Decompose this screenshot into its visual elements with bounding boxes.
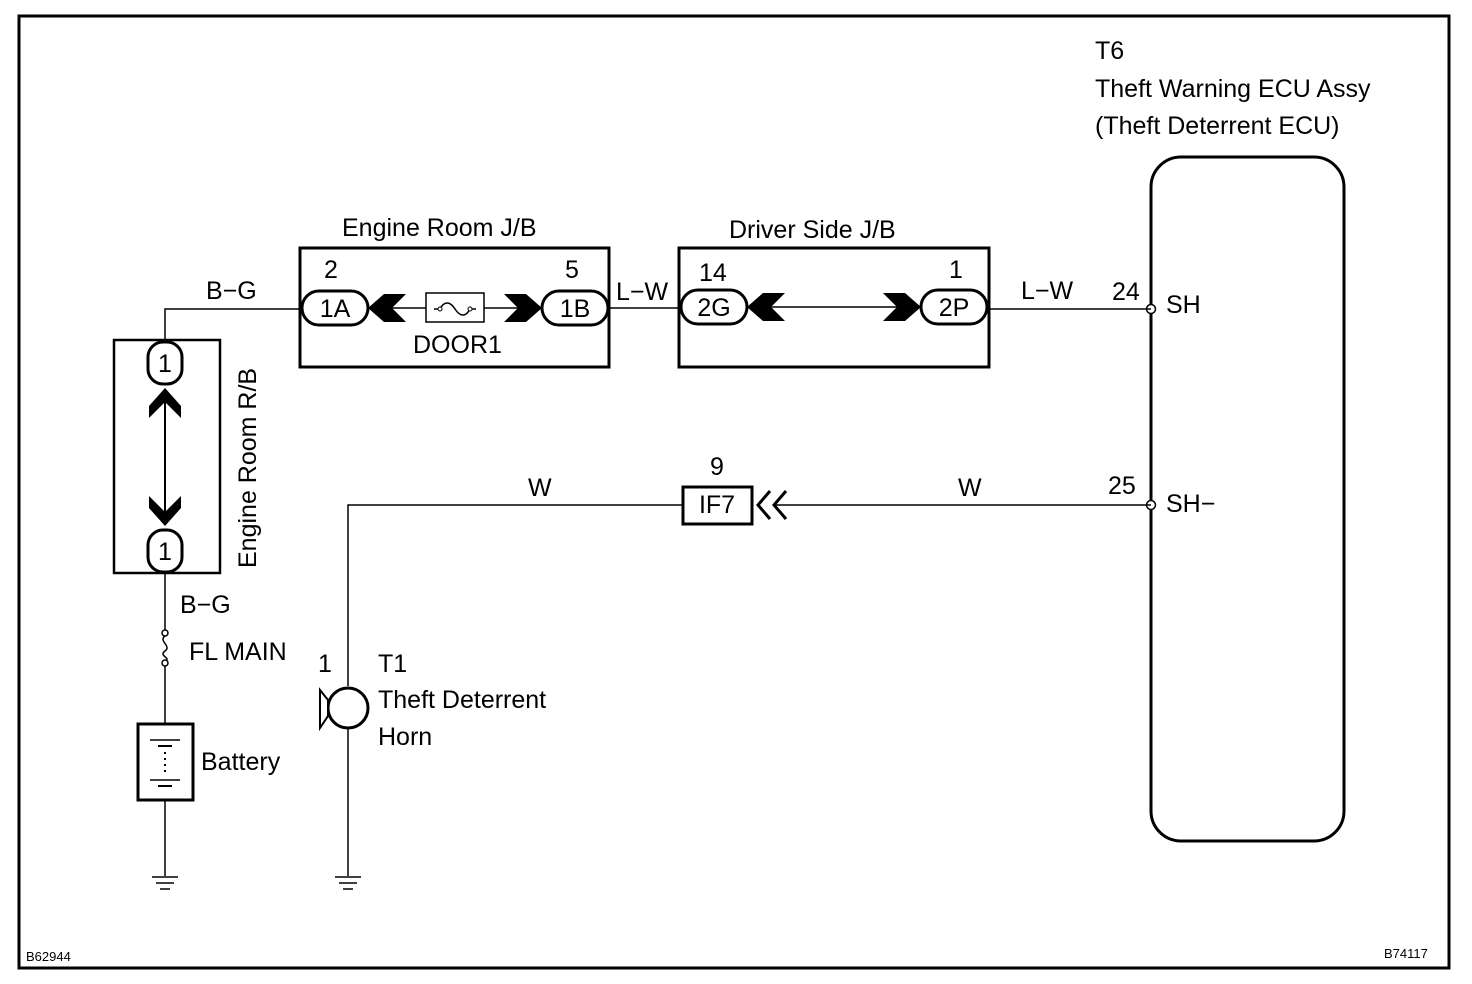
wire-w-left (347, 504, 682, 686)
ground-icon (335, 876, 361, 890)
fuse-node-right (467, 306, 473, 312)
battery-box (136, 722, 195, 802)
fuse-node-left (437, 306, 443, 312)
chevron-down-icon (149, 496, 181, 526)
engine-room-jb-pin-right: 5 (565, 256, 579, 284)
footer-code-left: B62944 (26, 949, 71, 964)
chevron-up-icon (149, 388, 181, 418)
engine-room-jb-pin-left: 2 (324, 256, 338, 284)
driver-side-jb-title: Driver Side J/B (729, 216, 896, 244)
connector-1b-label: 1B (560, 295, 591, 323)
wire-lw-1-label: L−W (616, 278, 669, 306)
horn-icon (326, 686, 370, 730)
connector-2g-label: 2G (697, 294, 730, 322)
fuse-fl-main-icon (162, 635, 168, 662)
ecu-pin-sh-name: SH (1166, 291, 1201, 319)
ecu-pin-shm-name: SH− (1166, 490, 1215, 518)
footer-code-right: B74117 (1384, 946, 1428, 961)
fuse-element-icon (434, 302, 476, 316)
engine-room-rb-title: Engine Room R/B (234, 368, 262, 568)
if7-label: IF7 (699, 491, 735, 519)
driver-side-jb-pin-left: 14 (699, 259, 727, 287)
fuse-door1-label: DOOR1 (413, 331, 502, 359)
ecu-pin-shm-number: 25 (1108, 472, 1136, 500)
horn-name-line2: Horn (378, 723, 432, 751)
wire-bg-top-label: B−G (206, 277, 257, 305)
ecu-alt-name: (Theft Deterrent ECU) (1095, 112, 1340, 140)
fuse-fl-main-node-bottom (161, 659, 169, 667)
fuse-door1-icon (425, 292, 485, 323)
ecu-name: Theft Warning ECU Assy (1095, 75, 1371, 103)
chevron-right-icon (504, 294, 542, 322)
wire-bg-top (164, 308, 302, 342)
horn-bell-icon (319, 687, 329, 732)
diagram-frame (17, 14, 1451, 970)
horn-code: T1 (378, 650, 407, 678)
ecu-box (1149, 155, 1346, 843)
chevron-left-icon (747, 293, 785, 321)
battery-label: Battery (201, 748, 281, 776)
ecu-code: T6 (1095, 37, 1124, 65)
fuse-fl-main-label: FL MAIN (189, 638, 287, 666)
wire-w-left-label: W (528, 474, 552, 502)
connector-2p-label: 2P (939, 294, 970, 322)
ecu-pin-sh-number: 24 (1112, 278, 1140, 306)
connector-rb-top-label: 1 (158, 350, 172, 378)
ground-icon (152, 876, 178, 890)
connector-1a-label: 1A (320, 295, 351, 323)
chevron-left-icon (368, 294, 406, 322)
wire-bg-bottom-label: B−G (180, 591, 231, 619)
if7-connector (681, 485, 754, 526)
fuse-fl-main-node-top (161, 629, 169, 637)
wire-w-right-label: W (958, 474, 982, 502)
engine-room-jb-title: Engine Room J/B (342, 214, 537, 242)
connector-rb-bottom-label: 1 (158, 538, 172, 566)
if7-pin: 9 (710, 453, 724, 481)
horn-name-line1: Theft Deterrent (378, 686, 546, 714)
horn-pin: 1 (318, 650, 332, 678)
chevron-left-icon (756, 490, 772, 520)
wire-lw-2-label: L−W (1021, 277, 1074, 305)
driver-side-jb-pin-right: 1 (949, 256, 963, 284)
chevron-right-icon (883, 293, 921, 321)
